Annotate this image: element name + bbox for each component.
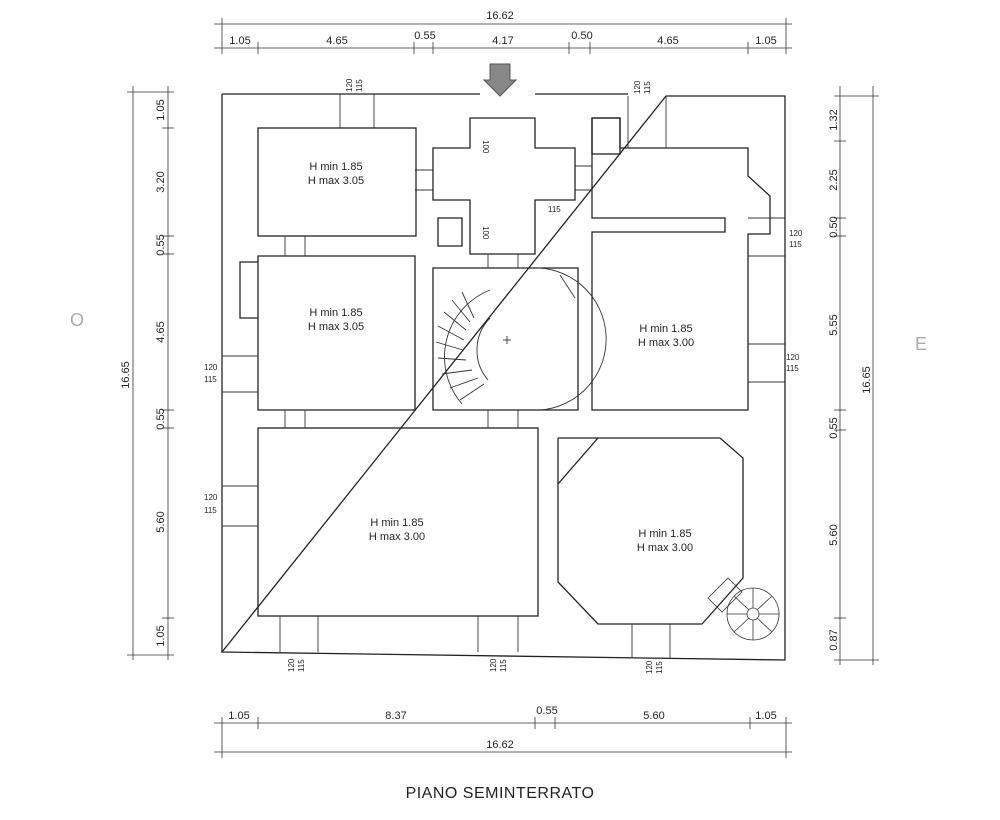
bottom-dim-3: 0.55 bbox=[536, 705, 557, 717]
right-dim-3: 0.50 bbox=[828, 216, 840, 237]
opening-label-bottom-1a: 120 bbox=[287, 658, 296, 672]
bottom-dimensions bbox=[214, 717, 792, 758]
opening-label-right-1a: 120 bbox=[789, 229, 803, 238]
left-dim-1: 1.05 bbox=[155, 99, 167, 120]
room-4-outline bbox=[591, 117, 771, 411]
right-total-dim: 16.65 bbox=[861, 366, 873, 394]
room-5-hmin: H min 1.85 bbox=[638, 528, 691, 540]
central-staircase bbox=[435, 267, 607, 411]
entrance-arrow-icon bbox=[482, 63, 518, 97]
bottom-dim-5: 1.05 bbox=[755, 710, 776, 722]
walls bbox=[220, 93, 786, 661]
left-dim-5: 0.55 bbox=[155, 408, 167, 429]
shaft bbox=[591, 117, 621, 155]
entry-hall-outline bbox=[432, 117, 576, 255]
room-3-hmin: H min 1.85 bbox=[370, 517, 423, 529]
right-dim-4: 5.55 bbox=[828, 314, 840, 335]
left-dim-3: 0.55 bbox=[155, 234, 167, 255]
top-dim-6: 4.65 bbox=[657, 35, 678, 47]
left-dim-7: 1.05 bbox=[155, 625, 167, 646]
top-dim-3: 0.55 bbox=[414, 30, 435, 42]
opening-label-hall-top: 100 bbox=[481, 140, 490, 154]
left-dim-2: 3.20 bbox=[155, 171, 167, 192]
top-dim-4: 4.17 bbox=[492, 35, 513, 47]
room-3-outline bbox=[257, 427, 539, 617]
top-dim-7: 1.05 bbox=[755, 35, 776, 47]
room-2-outline bbox=[239, 255, 416, 411]
right-dim-5: 0.55 bbox=[828, 417, 840, 438]
right-dimensions bbox=[834, 86, 879, 665]
right-dim-1: 1.32 bbox=[828, 109, 840, 130]
opening-label-bottom-3b: 115 bbox=[655, 661, 664, 674]
small-spiral-staircase bbox=[707, 577, 780, 641]
opening-label-top-1b: 115 bbox=[355, 79, 364, 92]
room-3-hmax: H max 3.00 bbox=[369, 531, 425, 543]
room-4-hmax: H max 3.00 bbox=[638, 337, 694, 349]
opening-label-top-2b: 115 bbox=[643, 81, 652, 94]
opening-label-hall-right: 115 bbox=[548, 205, 561, 214]
left-total-dim: 16.65 bbox=[120, 361, 132, 389]
bottom-dim-4: 5.60 bbox=[643, 710, 664, 722]
room-4-hmin: H min 1.85 bbox=[639, 323, 692, 335]
right-dim-7: 0.87 bbox=[828, 629, 840, 650]
top-dim-2: 4.65 bbox=[326, 35, 347, 47]
top-dim-1: 1.05 bbox=[229, 35, 250, 47]
opening-label-bottom-1b: 115 bbox=[297, 659, 306, 672]
opening-label-hall-bottom: 100 bbox=[481, 226, 490, 240]
bottom-dim-2: 8.37 bbox=[385, 710, 406, 722]
room-1-outline bbox=[257, 127, 417, 237]
room-5-outline bbox=[557, 437, 744, 625]
room-1-hmin: H min 1.85 bbox=[309, 161, 362, 173]
top-dimensions bbox=[214, 18, 792, 54]
top-dim-5: 0.50 bbox=[571, 30, 592, 42]
room-5-hmax: H max 3.00 bbox=[637, 542, 693, 554]
opening-label-right-2b: 115 bbox=[786, 364, 799, 373]
floor-title: PIANO SEMINTERRATO bbox=[405, 785, 595, 802]
room-1-hmax: H max 3.05 bbox=[308, 175, 364, 187]
opening-label-top-2a: 120 bbox=[633, 80, 642, 94]
opening-label-top-1a: 120 bbox=[345, 78, 354, 92]
east-mark: E bbox=[915, 334, 927, 354]
opening-label-bottom-2a: 120 bbox=[489, 658, 498, 672]
opening-label-right-2a: 120 bbox=[786, 353, 800, 362]
bottom-total-dim: 16.62 bbox=[486, 739, 514, 751]
openings bbox=[222, 94, 785, 658]
niche bbox=[437, 217, 463, 247]
opening-labels: 120 115 120 115 120 115 120 115 120 115 … bbox=[204, 78, 803, 674]
room-2-hmax: H max 3.05 bbox=[308, 321, 364, 333]
right-dim-2: 2.25 bbox=[828, 169, 840, 190]
left-dim-4: 4.65 bbox=[155, 321, 167, 342]
opening-label-bottom-2b: 115 bbox=[499, 659, 508, 672]
left-dimensions bbox=[127, 86, 174, 660]
stair-hall-outline bbox=[432, 267, 579, 411]
right-dim-6: 5.60 bbox=[828, 524, 840, 545]
west-mark: O bbox=[70, 310, 84, 330]
opening-label-right-1b: 115 bbox=[789, 240, 802, 249]
opening-label-left-2b: 115 bbox=[204, 506, 217, 515]
top-total-dim: 16.62 bbox=[486, 10, 514, 22]
opening-label-left-1b: 115 bbox=[204, 375, 217, 384]
bottom-dim-1: 1.05 bbox=[228, 710, 249, 722]
room-2-hmin: H min 1.85 bbox=[309, 307, 362, 319]
opening-label-left-2a: 120 bbox=[204, 493, 218, 502]
left-dim-6: 5.60 bbox=[155, 511, 167, 532]
opening-label-bottom-3a: 120 bbox=[645, 660, 654, 674]
opening-label-left-1a: 120 bbox=[204, 363, 218, 372]
outer-wall bbox=[220, 93, 786, 661]
